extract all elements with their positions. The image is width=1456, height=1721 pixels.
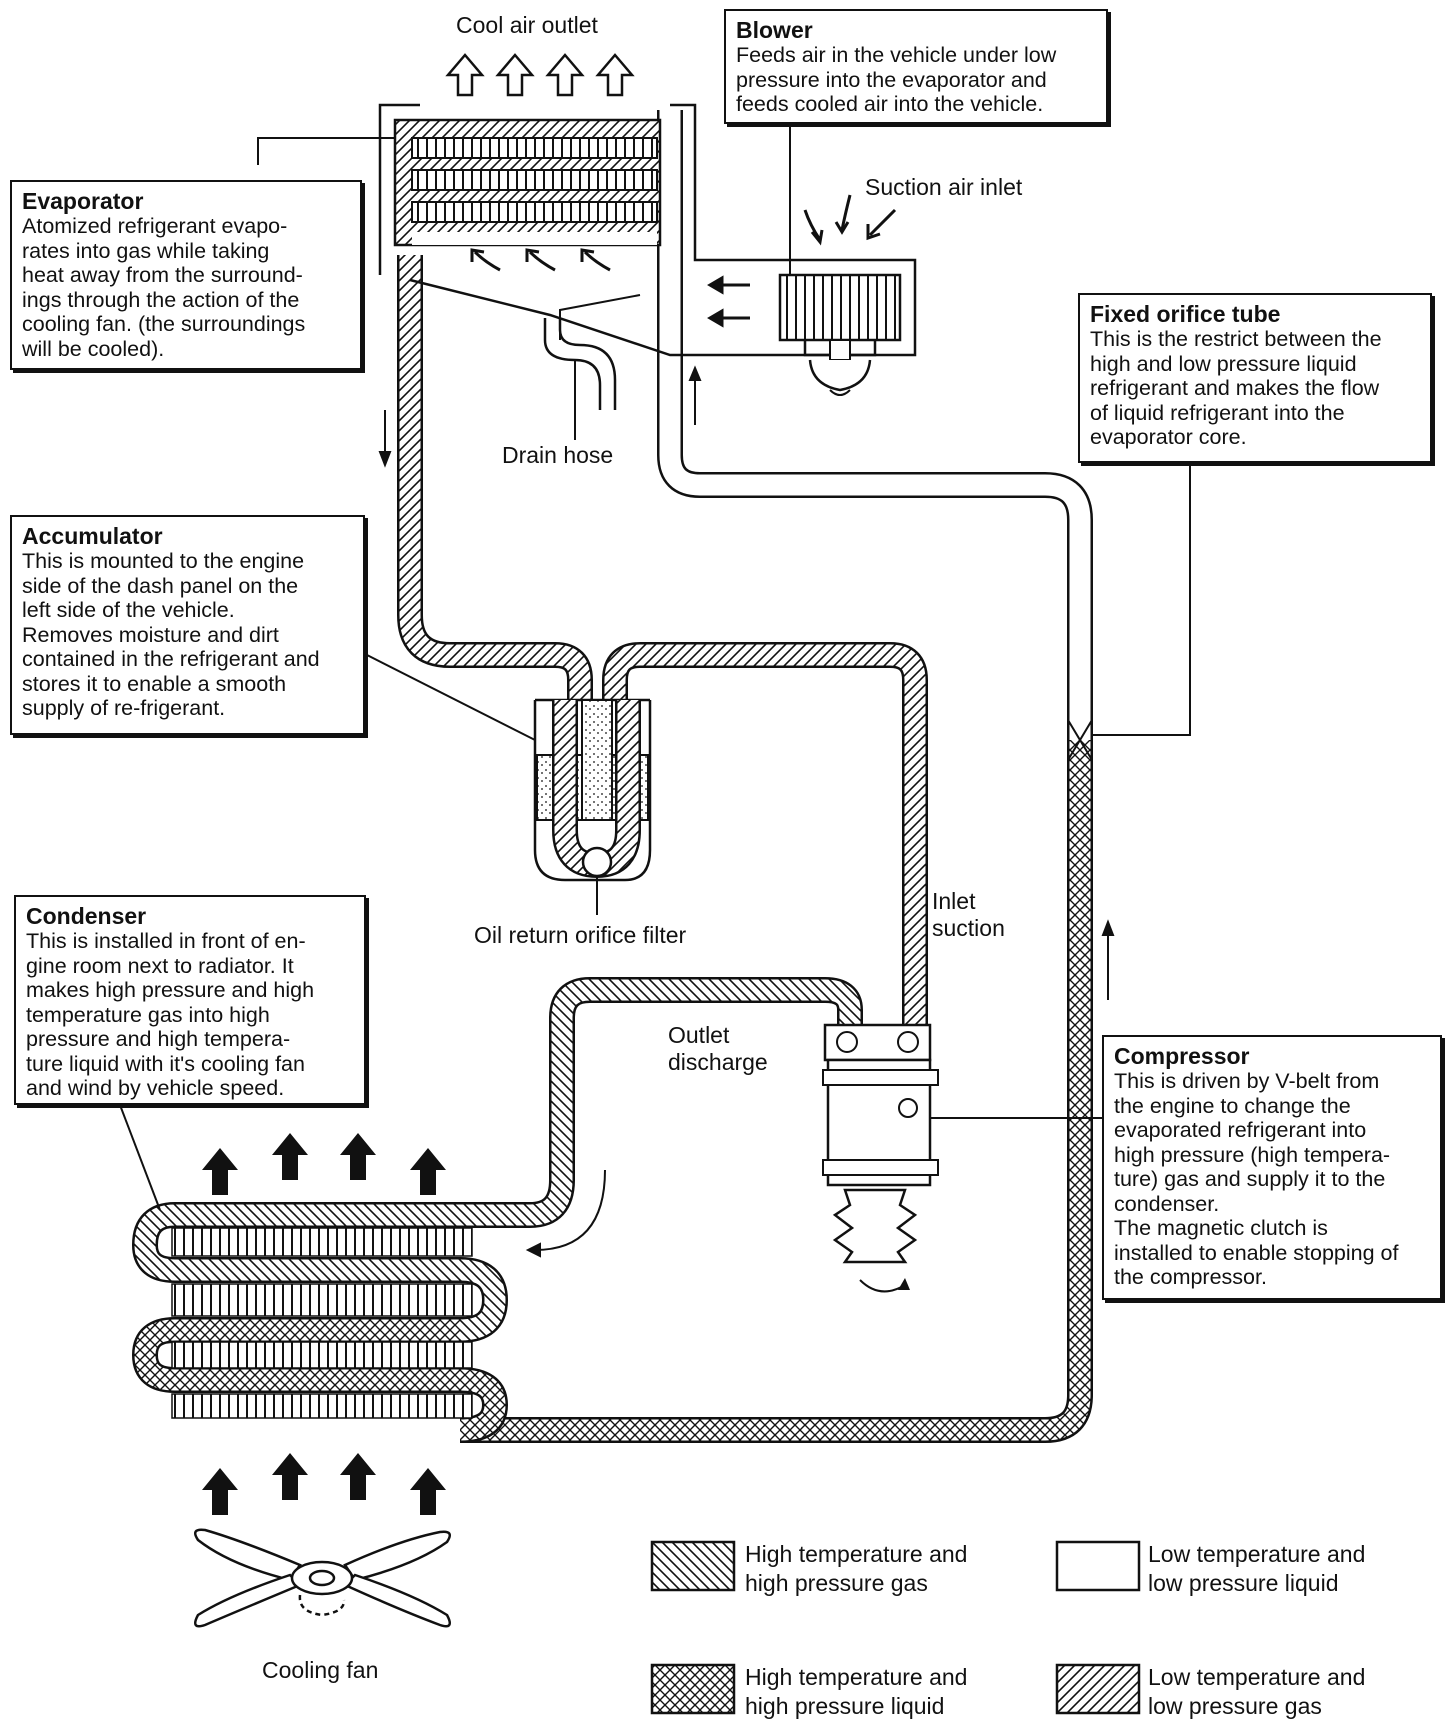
discharge-pipe [460, 977, 863, 1228]
condenser-text: This is installed in front of en- gine r… [26, 929, 315, 1100]
flow-arrows [378, 365, 1115, 1258]
leader-lines [119, 137, 1191, 1211]
compressor [822, 1023, 1103, 1293]
legend-swatch-hp-gas [650, 1540, 736, 1592]
accumulator [533, 698, 652, 915]
compressor-callout: Compressor This is driven by V-belt from… [1102, 1035, 1442, 1300]
cooling-fan [193, 1528, 452, 1628]
fixed-orifice-tube-text: This is the restrict between the high an… [1090, 327, 1382, 449]
accumulator-callout: Accumulator This is mounted to the engin… [10, 515, 365, 735]
evaporator-title: Evaporator [22, 188, 144, 214]
drain-hose-label: Drain hose [502, 442, 614, 468]
accumulator-text: This is mounted to the engine side of th… [22, 549, 320, 720]
fixed-orifice-tube-title: Fixed orifice tube [1090, 301, 1281, 327]
evaporator-text: Atomized refrigerant evapo- rates into g… [22, 214, 306, 361]
legend-label-hp-liquid: High temperature and high pressure liqui… [745, 1664, 968, 1719]
blower-callout: Blower Feeds air in the vehicle under lo… [724, 9, 1108, 124]
suction-air-arrows [803, 194, 897, 246]
condenser-airflow-arrows [202, 1133, 446, 1515]
drain-hose [543, 318, 617, 440]
legend-label-lp-liquid: Low temperature and low pressure liquid [1148, 1541, 1366, 1596]
fixed-orifice-tube-callout: Fixed orifice tube This is the restrict … [1078, 293, 1432, 463]
accumulator-title: Accumulator [22, 523, 163, 549]
cool-air-outlet-label: Cool air outlet [456, 12, 598, 38]
blower [778, 105, 902, 396]
compressor-text: This is driven by V-belt from the engine… [1114, 1069, 1399, 1289]
suction-air-inlet-label: Suction air inlet [865, 174, 1023, 200]
condenser [131, 1202, 509, 1443]
evaporator-core [393, 118, 662, 247]
cool-air-outlet-arrows [445, 53, 635, 97]
evaporator-callout: Evaporator Atomized refrigerant evapo- r… [10, 180, 362, 370]
legend-swatch-lp-liquid [1055, 1540, 1141, 1592]
duct-air-arrows [707, 275, 750, 328]
fixed-orifice-marker [1067, 719, 1093, 761]
legend-swatch-lp-gas [1055, 1663, 1141, 1715]
oil-return-orifice-filter-label: Oil return orifice filter [474, 922, 687, 948]
legend-label-hp-gas: High temperature and high pressure gas [745, 1541, 968, 1596]
compressor-title: Compressor [1114, 1043, 1250, 1069]
condenser-title: Condenser [26, 903, 147, 929]
cooling-fan-label: Cooling fan [262, 1657, 379, 1683]
blower-text: Feeds air in the vehicle under low press… [736, 43, 1057, 116]
evaporator-air-arrows [470, 248, 611, 272]
inlet-suction-label: Inlet suction [932, 888, 1005, 941]
legend-label-lp-gas: Low temperature and low pressure gas [1148, 1664, 1366, 1719]
accumulator-to-compressor-pipe [602, 642, 928, 1025]
outlet-discharge-label: Outlet discharge [668, 1022, 768, 1075]
condenser-callout: Condenser This is installed in front of … [14, 895, 366, 1105]
legend-swatch-hp-liquid [650, 1663, 736, 1715]
blower-title: Blower [736, 17, 813, 43]
